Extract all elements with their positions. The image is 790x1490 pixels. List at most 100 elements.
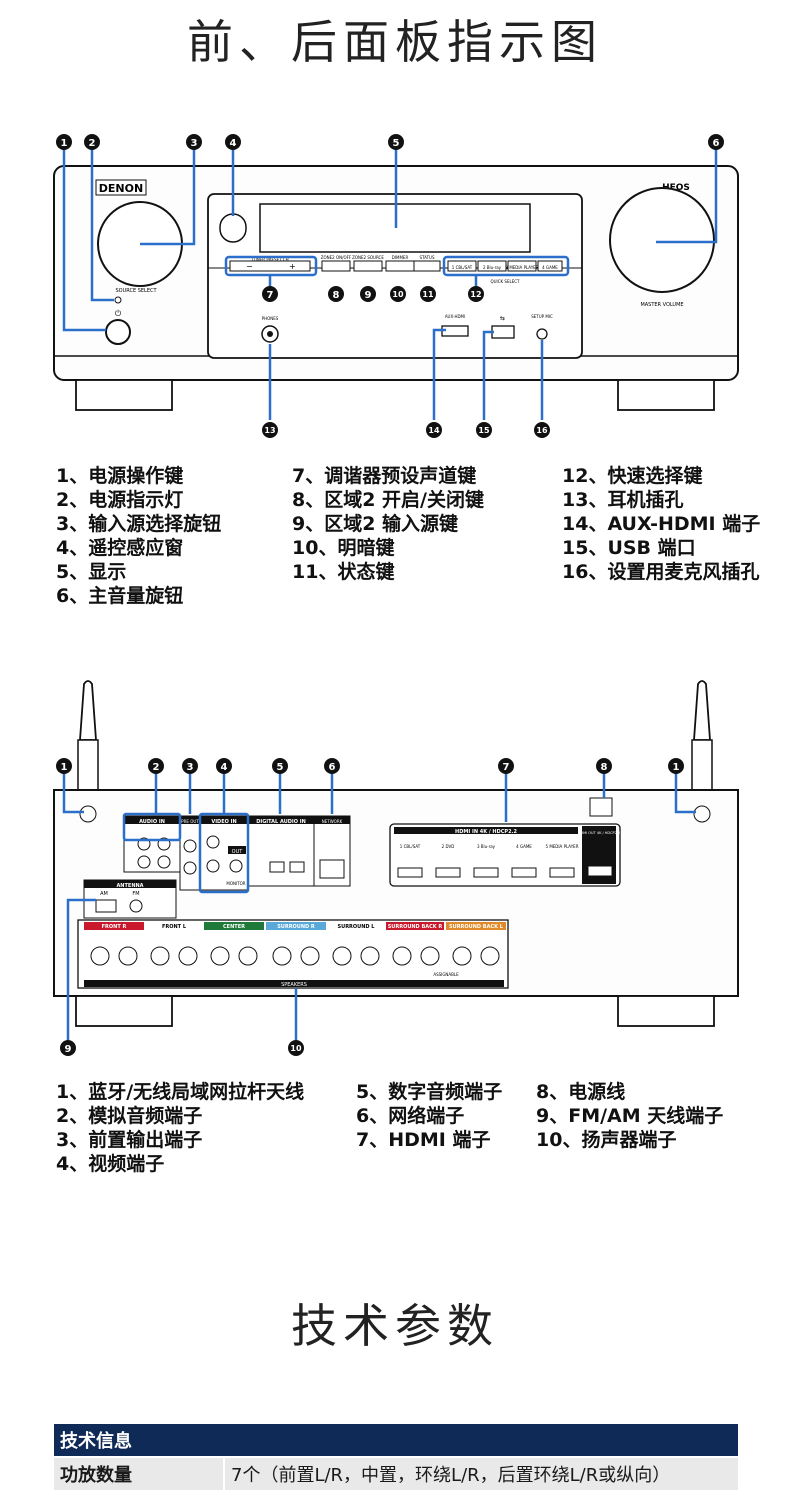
rear-foot-right: [617, 995, 715, 1027]
svg-text:6: 6: [713, 138, 720, 149]
svg-text:ZONE2 SOURCE: ZONE2 SOURCE: [352, 255, 384, 260]
svg-text:NETWORK: NETWORK: [322, 819, 343, 824]
svg-text:1 CBL/SAT: 1 CBL/SAT: [452, 265, 473, 270]
svg-text:AUDIO IN: AUDIO IN: [139, 819, 165, 825]
foot-right: [617, 379, 715, 411]
ir-sensor: [219, 213, 247, 243]
antenna-right: [693, 680, 711, 741]
svg-text:7: 7: [267, 290, 274, 301]
svg-text:FRONT L: FRONT L: [162, 924, 187, 930]
power-indicator: [114, 296, 122, 304]
svg-text:13: 13: [264, 426, 275, 435]
svg-text:4 GAME: 4 GAME: [516, 844, 532, 849]
svg-text:4: 4: [221, 762, 228, 773]
svg-text:SETUP MIC: SETUP MIC: [531, 314, 553, 319]
svg-text:2: 2: [89, 138, 96, 149]
svg-text:7: 7: [503, 762, 510, 773]
svg-text:CENTER: CENTER: [223, 924, 245, 930]
svg-text:6: 6: [329, 762, 336, 773]
svg-text:3 Blu-ray: 3 Blu-ray: [477, 844, 496, 849]
svg-text:4: 4: [230, 138, 237, 149]
svg-text:OUT: OUT: [232, 849, 244, 855]
front-section-title: 前、后面板指示图: [187, 15, 603, 69]
svg-text:5 MEDIA PLAYER: 5 MEDIA PLAYER: [546, 844, 579, 849]
antenna-left: [79, 680, 97, 741]
svg-text:1 CBL/SAT: 1 CBL/SAT: [400, 844, 421, 849]
svg-text:HDMI OUT 4K / HDCP2.2: HDMI OUT 4K / HDCP2.2: [578, 831, 620, 835]
svg-text:10: 10: [392, 290, 404, 299]
svg-text:12: 12: [470, 290, 481, 299]
svg-text:1: 1: [61, 762, 68, 773]
power-cord: [589, 797, 613, 817]
svg-text:1: 1: [61, 138, 68, 149]
svg-text:SURROUND R: SURROUND R: [277, 924, 315, 930]
spec-value: 7个（前置L/R，中置，环绕L/R，后置环绕L/R或纵向）: [224, 1456, 738, 1490]
spec-key: 功放数量: [54, 1456, 225, 1490]
front-legend-col2: 7、调谐器预设声道键 8、区域2 开启/关闭键 9、区域2 输入源键 10、明暗…: [292, 465, 484, 583]
svg-text:8: 8: [333, 290, 340, 301]
brand-logo: DENON: [99, 182, 143, 195]
svg-text:+: +: [289, 262, 296, 271]
svg-text:3 MEDIA PLAYER: 3 MEDIA PLAYER: [506, 265, 539, 270]
svg-text:3: 3: [191, 138, 198, 149]
specs-section-title: 技术参数: [291, 1299, 499, 1353]
svg-text:ASSIGNABLE: ASSIGNABLE: [433, 972, 459, 977]
svg-text:⏻: ⏻: [115, 309, 122, 318]
power-button: [105, 319, 131, 345]
svg-text:16: 16: [536, 426, 548, 435]
svg-text:AUX-HDMI: AUX-HDMI: [445, 314, 465, 319]
svg-text:HEOS: HEOS: [662, 183, 690, 193]
svg-text:MASTER VOLUME: MASTER VOLUME: [640, 302, 683, 308]
svg-text:9: 9: [365, 290, 372, 301]
rear-panel-diagram: AUDIO IN PRE OUT VIDEO IN OUT MONITOR DI…: [53, 680, 739, 1056]
front-legend-col3: 12、快速选择键 13、耳机插孔 14、AUX-HDMI 端子 15、USB 端…: [562, 465, 761, 583]
svg-text:2 DVD: 2 DVD: [442, 844, 455, 849]
svg-text:HDMI IN 4K / HDCP2.2: HDMI IN 4K / HDCP2.2: [455, 829, 517, 835]
svg-text:SURROUND BACK R: SURROUND BACK R: [388, 924, 443, 930]
rear-foot-left: [75, 995, 173, 1027]
svg-text:⇆: ⇆: [500, 315, 505, 322]
svg-text:DIGITAL AUDIO IN: DIGITAL AUDIO IN: [256, 819, 306, 825]
svg-text:STATUS: STATUS: [419, 255, 434, 260]
svg-text:VIDEO IN: VIDEO IN: [211, 819, 236, 825]
svg-text:TUNER PRESET CH: TUNER PRESET CH: [250, 257, 288, 262]
front-legend-col1: 1、电源操作键 2、电源指示灯 3、输入源选择旋钮 4、遥控感应窗 5、显示 6…: [56, 465, 222, 607]
usb-port: [491, 325, 515, 339]
svg-text:QUICK SELECT: QUICK SELECT: [490, 279, 520, 284]
svg-text:ANTENNA: ANTENNA: [116, 883, 143, 889]
svg-text:1: 1: [673, 762, 680, 773]
svg-text:DIMMER: DIMMER: [392, 255, 409, 260]
table-row: 功放数量 7个（前置L/R，中置，环绕L/R，后置环绕L/R或纵向）: [54, 1456, 738, 1490]
svg-text:−: −: [246, 262, 253, 271]
svg-text:MONITOR: MONITOR: [226, 881, 245, 886]
svg-text:14: 14: [428, 426, 440, 435]
svg-text:8: 8: [601, 762, 608, 773]
svg-text:11: 11: [422, 290, 434, 299]
master-volume-knob: [609, 187, 715, 293]
svg-text:AM: AM: [100, 891, 108, 897]
svg-text:15: 15: [478, 426, 490, 435]
svg-text:2 Blu-ray: 2 Blu-ray: [483, 265, 502, 270]
svg-text:SPEAKERS: SPEAKERS: [281, 982, 307, 988]
rear-legend-col2: 5、数字音频端子 6、网络端子 7、HDMI 端子: [356, 1081, 503, 1151]
svg-text:SURROUND L: SURROUND L: [338, 924, 376, 930]
front-panel-diagram: DENON SOURCE SELECT ⏻ − + TUNER PRESET CH…: [53, 134, 739, 438]
foot-left: [75, 379, 173, 411]
speaker-terminal-block: [77, 919, 509, 989]
svg-text:SOURCE SELECT: SOURCE SELECT: [115, 288, 157, 294]
rear-legend-col1: 1、蓝牙/无线局域网拉杆天线 2、模拟音频端子 3、前置输出端子 4、视频端子: [56, 1081, 305, 1175]
setup-mic-jack: [536, 328, 548, 340]
rear-legend-col3: 8、电源线 9、FM/AM 天线端子 10、扬声器端子: [536, 1081, 724, 1151]
svg-text:5: 5: [393, 138, 400, 149]
svg-text:ZONE2 ON/OFF: ZONE2 ON/OFF: [321, 255, 352, 260]
svg-text:2: 2: [153, 762, 160, 773]
svg-text:4 GAME: 4 GAME: [542, 265, 558, 270]
spec-table-header: 技术信息: [54, 1424, 738, 1457]
svg-text:9: 9: [65, 1044, 72, 1055]
svg-text:PRE OUT: PRE OUT: [181, 819, 199, 824]
svg-text:5: 5: [277, 762, 284, 773]
svg-text:PHONES: PHONES: [262, 316, 279, 321]
svg-text:FM: FM: [132, 891, 139, 897]
svg-text:10: 10: [290, 1044, 302, 1053]
svg-text:FRONT R: FRONT R: [102, 924, 127, 930]
